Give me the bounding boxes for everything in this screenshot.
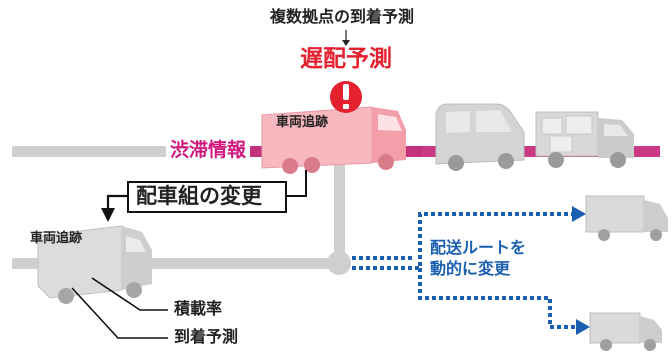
road-junction [327, 251, 351, 275]
dispatch-change-arrow-head [101, 208, 115, 222]
dispatch-change-connector [286, 170, 307, 197]
alert-icon [330, 81, 362, 113]
vehicle-tracking-left-label: 車両追跡 [30, 231, 83, 246]
multi-hub-eta-label: 複数拠点の到着予測 [270, 7, 415, 26]
down-arrow-icon [342, 30, 350, 46]
dynamic-route-label-line2: 動的に変更 [430, 259, 511, 278]
right-upper-truck [585, 195, 668, 241]
vertical-road [334, 155, 345, 265]
left-gray-truck [37, 225, 152, 304]
pink-tracked-truck [261, 106, 406, 174]
dispatch-change-box [127, 181, 287, 213]
right-lower-truck [589, 312, 662, 351]
arrival-leader [71, 287, 168, 339]
load-factor-label: 積載率 [174, 299, 223, 318]
route-arrow-lower [576, 319, 590, 335]
lower-road [12, 258, 342, 269]
load-factor-leader [91, 277, 168, 311]
traffic-info-label: 渋滞情報 [166, 141, 251, 160]
arrival-prediction-label: 到着予測 [174, 327, 239, 346]
delay-prediction-label: 遅配予測 [300, 46, 392, 72]
gray-cargo-truck [535, 111, 634, 168]
dynamic-route-paths [352, 212, 578, 329]
dispatch-change-arrow [106, 194, 128, 212]
gray-van [435, 103, 525, 171]
dispatch-change-label: 配車組の変更 [136, 184, 262, 208]
route-arrow-upper [572, 206, 586, 222]
vehicle-tracking-top-label: 車両追跡 [276, 115, 329, 130]
dynamic-route-label-line1: 配送ルートを [430, 238, 527, 257]
